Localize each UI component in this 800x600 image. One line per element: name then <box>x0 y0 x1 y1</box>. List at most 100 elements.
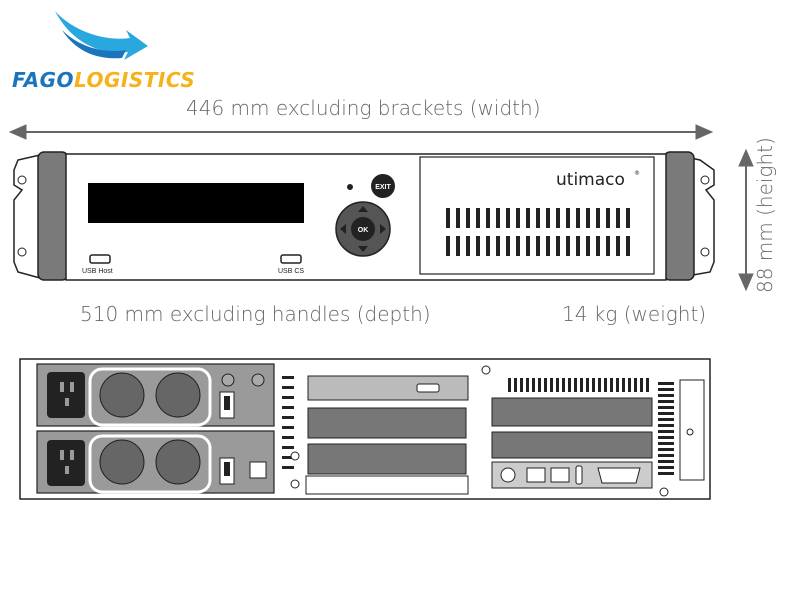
depth-label: 510 mm excluding handles (depth) <box>80 302 431 326</box>
status-indicator <box>249 461 267 479</box>
vent-slot <box>532 378 535 392</box>
weight-label: 14 kg (weight) <box>562 302 707 326</box>
exit-button-label: EXIT <box>375 184 391 191</box>
ethernet-port-1 <box>526 467 546 483</box>
usb-host-port <box>89 254 111 264</box>
vent-slot <box>496 208 500 228</box>
vent-slot <box>646 378 649 392</box>
ethernet-port-2 <box>550 467 570 483</box>
vent-slot <box>282 376 294 379</box>
vent-slot <box>506 208 510 228</box>
vent-slot <box>606 236 610 256</box>
expansion-slot-5 <box>491 431 653 459</box>
vent-slot <box>598 378 601 392</box>
vent-slot <box>508 378 511 392</box>
usb-cs-port <box>280 254 302 264</box>
vent-slot <box>658 448 674 451</box>
usb-host-label: USB Host <box>82 268 113 275</box>
vent-slot <box>556 378 559 392</box>
logo-text-fago: FAGO <box>12 68 74 92</box>
rear-usb-port <box>416 383 440 393</box>
vent-slot <box>596 208 600 228</box>
serial-port <box>597 467 641 484</box>
vent-slot <box>516 236 520 256</box>
vent-slot <box>526 378 529 392</box>
vent-slot <box>574 378 577 392</box>
vent-slot <box>446 236 450 256</box>
expansion-slot-usb <box>307 375 469 401</box>
vent-slot <box>658 388 674 391</box>
vent-slot <box>604 378 607 392</box>
vent-slot <box>486 236 490 256</box>
front-vent-slots <box>446 208 630 256</box>
vent-slot <box>658 472 674 475</box>
vent-slot <box>658 418 674 421</box>
vent-slot <box>282 386 294 389</box>
vent-slot <box>658 412 674 415</box>
vent-slot <box>658 442 674 445</box>
left-bracket <box>13 154 41 279</box>
vent-slot <box>658 406 674 409</box>
vent-slot <box>282 396 294 399</box>
power-inlet-1 <box>47 372 85 418</box>
vent-slot <box>506 236 510 256</box>
vent-slot <box>616 208 620 228</box>
vent-slot <box>658 460 674 463</box>
vent-slot <box>282 426 294 429</box>
vent-slot <box>658 466 674 469</box>
vent-slot <box>538 378 541 392</box>
front-display <box>88 183 304 223</box>
vent-slot <box>658 436 674 439</box>
vent-slot <box>622 378 625 392</box>
vent-slot <box>282 446 294 449</box>
vent-slot <box>496 236 500 256</box>
vent-slot <box>526 208 530 228</box>
vent-slot <box>658 400 674 403</box>
vent-slot <box>566 236 570 256</box>
fan-1a <box>99 372 145 418</box>
vent-slot <box>576 236 580 256</box>
power-inlet-2 <box>47 440 85 486</box>
vent-slot <box>566 208 570 228</box>
usb-cs-label: USB CS <box>278 268 304 275</box>
ps2-port <box>500 467 516 483</box>
rear-view <box>19 358 711 500</box>
vent-slot <box>626 236 630 256</box>
vent-slot <box>556 236 560 256</box>
vent-slot <box>562 378 565 392</box>
vent-slot <box>516 208 520 228</box>
usb-c-port <box>575 465 583 485</box>
logo-text-logistics: LOGISTICS <box>73 68 196 92</box>
vent-slot <box>610 378 613 392</box>
fagologistics-logo: FAGOLOGISTICS <box>10 8 200 98</box>
vent-slot <box>596 236 600 256</box>
vent-slot <box>550 378 553 392</box>
left-handle <box>37 151 69 281</box>
logo-arrow-icon <box>55 11 148 60</box>
status-led <box>347 184 353 190</box>
vent-slot <box>592 378 595 392</box>
width-arrow <box>8 124 714 140</box>
fan-1b <box>155 372 201 418</box>
vent-slot <box>626 208 630 228</box>
fan-2a <box>99 439 145 485</box>
vent-slot <box>586 236 590 256</box>
right-vent-slots <box>658 382 674 475</box>
vent-slot <box>546 208 550 228</box>
vent-slot <box>546 236 550 256</box>
vent-slot <box>586 378 589 392</box>
vent-slot <box>476 208 480 228</box>
expansion-slot-2 <box>307 407 467 439</box>
vent-slot <box>466 236 470 256</box>
vent-slot <box>634 378 637 392</box>
expansion-slot-4 <box>491 397 653 427</box>
top-vent-slots <box>508 378 649 392</box>
vent-slot <box>282 406 294 409</box>
ok-button <box>351 217 375 241</box>
vent-slot <box>456 236 460 256</box>
vent-slot <box>616 236 620 256</box>
vent-slot <box>640 378 643 392</box>
vent-slot <box>628 378 631 392</box>
vent-slot <box>606 208 610 228</box>
